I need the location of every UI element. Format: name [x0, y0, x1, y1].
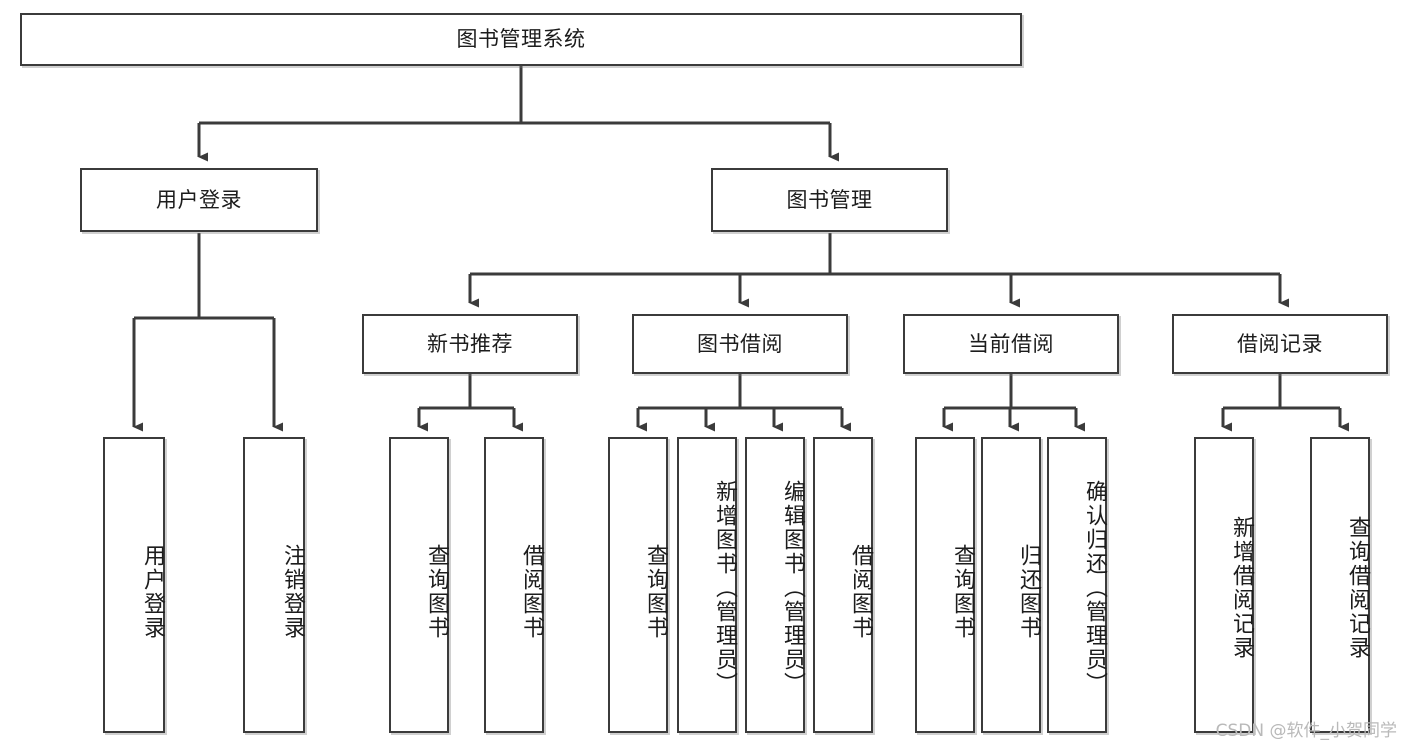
node-leaf-add-book-label: 新增图书（管理员）: [712, 480, 737, 696]
node-current-borrow[interactable]: 当前借阅: [903, 314, 1119, 374]
node-leaf-query-book-1-label: 查询图书: [424, 544, 449, 640]
node-leaf-confirm-return-label: 确认归还（管理员）: [1082, 480, 1107, 696]
node-leaf-edit-book-label: 编辑图书（管理员）: [780, 480, 805, 696]
node-leaf-add-borrow-record-label: 新增借阅记录: [1229, 516, 1254, 660]
node-leaf-query-borrow-record-label: 查询借阅记录: [1345, 516, 1370, 660]
node-leaf-borrow-book-2-label: 借阅图书: [848, 544, 873, 640]
node-borrow-records-label: 借阅记录: [1237, 331, 1323, 356]
csdn-watermark: CSDN @软件_小贺同学: [1215, 721, 1397, 741]
node-leaf-query-book-2[interactable]: 查询图书: [608, 437, 668, 733]
node-leaf-logout-label: 注销登录: [280, 544, 305, 640]
node-leaf-confirm-return[interactable]: 确认归还（管理员）: [1047, 437, 1107, 733]
node-leaf-query-borrow-record[interactable]: 查询借阅记录: [1310, 437, 1370, 733]
node-book-management[interactable]: 图书管理: [711, 168, 948, 232]
node-leaf-edit-book[interactable]: 编辑图书（管理员）: [745, 437, 805, 733]
node-new-book-recommend[interactable]: 新书推荐: [362, 314, 578, 374]
node-user-login[interactable]: 用户登录: [80, 168, 318, 232]
node-new-book-recommend-label: 新书推荐: [427, 331, 513, 356]
node-leaf-logout[interactable]: 注销登录: [243, 437, 305, 733]
node-leaf-query-book-3-label: 查询图书: [950, 544, 975, 640]
node-leaf-borrow-book-2[interactable]: 借阅图书: [813, 437, 873, 733]
node-leaf-query-book-3[interactable]: 查询图书: [915, 437, 975, 733]
node-book-borrow-label: 图书借阅: [697, 331, 783, 356]
node-book-borrow[interactable]: 图书借阅: [632, 314, 848, 374]
node-leaf-user-login[interactable]: 用户登录: [103, 437, 165, 733]
node-leaf-query-book-1[interactable]: 查询图书: [389, 437, 449, 733]
node-leaf-add-borrow-record[interactable]: 新增借阅记录: [1194, 437, 1254, 733]
node-borrow-records[interactable]: 借阅记录: [1172, 314, 1388, 374]
node-root-label: 图书管理系统: [456, 27, 586, 52]
node-leaf-return-book-label: 归还图书: [1016, 544, 1041, 640]
node-book-management-label: 图书管理: [786, 187, 873, 212]
node-leaf-add-book[interactable]: 新增图书（管理员）: [677, 437, 737, 733]
node-leaf-borrow-book-1-label: 借阅图书: [519, 544, 544, 640]
node-current-borrow-label: 当前借阅: [968, 331, 1054, 356]
node-leaf-borrow-book-1[interactable]: 借阅图书: [484, 437, 544, 733]
node-user-login-label: 用户登录: [156, 187, 242, 212]
node-leaf-return-book[interactable]: 归还图书: [981, 437, 1041, 733]
node-leaf-query-book-2-label: 查询图书: [643, 544, 668, 640]
node-leaf-user-login-label: 用户登录: [140, 544, 165, 640]
node-root[interactable]: 图书管理系统: [20, 13, 1022, 66]
